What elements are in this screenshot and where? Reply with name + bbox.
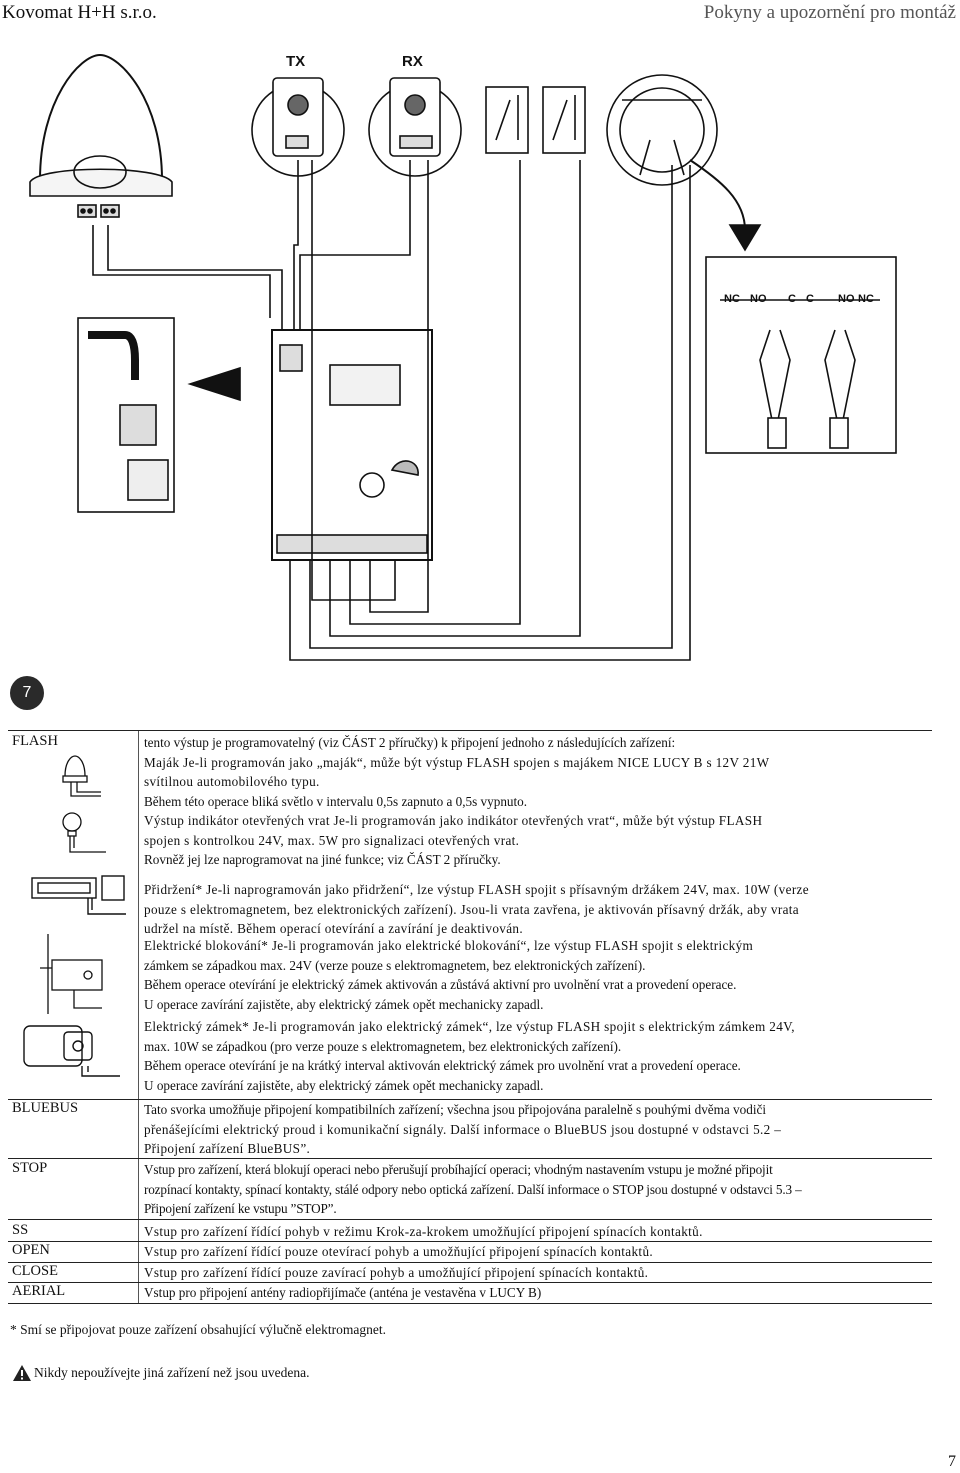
row-rule bbox=[8, 1262, 932, 1263]
text-line: Tato svorka umožňuje připojení kompatibi… bbox=[144, 1102, 767, 1117]
control-unit-icon bbox=[271, 329, 433, 561]
warning-icon bbox=[13, 1365, 31, 1381]
row-rule bbox=[8, 1241, 932, 1242]
tx-label: TX bbox=[286, 53, 305, 70]
switch-icon bbox=[542, 86, 586, 154]
relay-label: NC bbox=[858, 293, 874, 305]
text-line: U operace zavírání zajistěte, aby elektr… bbox=[144, 996, 544, 1012]
ss-description: Vstup pro zařízení řídící pohyb v režimu… bbox=[144, 1224, 703, 1239]
row-rule bbox=[8, 1099, 932, 1100]
flash-description: tento výstup je programovatelný (viz ČÁS… bbox=[144, 733, 932, 870]
row-label-aerial: AERIAL bbox=[12, 1283, 66, 1299]
text-line: pouze s elektromagnetem, bez elektronick… bbox=[144, 901, 800, 917]
beacon-icon bbox=[62, 755, 101, 797]
table-column-divider bbox=[138, 731, 139, 1303]
bulb-icon bbox=[62, 812, 106, 853]
text-line: spojen s kontrolkou 24V, max. 5W pro sig… bbox=[144, 832, 520, 848]
switch-icon bbox=[485, 86, 529, 154]
warning-text: Nikdy nepoužívejte jiná zařízení než jso… bbox=[34, 1365, 310, 1380]
figure-number: 7 bbox=[10, 676, 44, 710]
text-line: Elektrický zámek* Je-li programován jako… bbox=[144, 1019, 795, 1034]
rx-photocell-icon bbox=[368, 77, 462, 177]
table-top-rule bbox=[8, 730, 932, 731]
text-line: tento výstup je programovatelný (viz ČÁS… bbox=[144, 735, 676, 750]
lock-description: Elektrický zámek* Je-li programován jako… bbox=[144, 1017, 932, 1095]
text-line: rozpínací kontakty, spínací kontakty, st… bbox=[144, 1181, 802, 1197]
row-label-flash: FLASH bbox=[12, 733, 58, 749]
row-label-bluebus: BLUEBUS bbox=[12, 1100, 79, 1116]
hold-description: Přidržení* Je-li naprogramován jako přid… bbox=[144, 880, 932, 939]
page-title: Pokyny a upozornění pro montáž bbox=[703, 2, 956, 23]
warning-note: Nikdy nepoužívejte jiná zařízení než jso… bbox=[12, 1364, 310, 1382]
text-line: max. 10W se západkou (pro verze pouze s … bbox=[144, 1038, 622, 1054]
electric-latch-icon bbox=[40, 934, 103, 1014]
wiring-diagram: TX RX NC NO C C NO NC bbox=[29, 53, 897, 661]
text-line: Vstup pro zařízení, která blokují operac… bbox=[144, 1162, 773, 1177]
text-line: Během této operace bliká světlo v interv… bbox=[144, 793, 528, 809]
round-device-icon bbox=[606, 74, 718, 186]
text-line: zámkem se západkou max. 24V (verze pouze… bbox=[144, 957, 646, 973]
close-description: Vstup pro zařízení řídící pouze zavírací… bbox=[144, 1265, 649, 1280]
electric-lock-icon bbox=[23, 1025, 120, 1077]
text-line: Přidržení* Je-li naprogramován jako přid… bbox=[144, 882, 809, 897]
text-line: Připojení zařízení ke vstupu ”STOP”. bbox=[144, 1201, 337, 1216]
tx-photocell-icon bbox=[251, 77, 345, 177]
flash-lamp-icon bbox=[29, 53, 173, 218]
row-label-close: CLOSE bbox=[12, 1263, 58, 1279]
footnote: * Smí se připojovat pouze zařízení obsah… bbox=[10, 1322, 387, 1337]
table-bottom-rule bbox=[8, 1303, 932, 1304]
rx-label: RX bbox=[402, 53, 423, 70]
text-line: udržel na místě. Během operací otevírání… bbox=[144, 921, 523, 936]
text-line: svítilnou automobilového typu. bbox=[144, 774, 320, 789]
text-line: Elektrické blokování* Je-li programován … bbox=[144, 938, 754, 953]
row-rule bbox=[8, 1219, 932, 1220]
text-line: přenášejícími elektrický proud i komunik… bbox=[144, 1121, 782, 1137]
relay-detail-icon bbox=[705, 256, 897, 454]
page-number: 7 bbox=[948, 1453, 956, 1470]
row-label-stop: STOP bbox=[12, 1160, 48, 1176]
electromagnet-holder-icon bbox=[31, 875, 126, 915]
company-name: Kovomat H+H s.r.o. bbox=[2, 2, 157, 23]
row-label-ss: SS bbox=[12, 1222, 29, 1238]
text-line: Připojení zařízení BlueBUS”. bbox=[144, 1141, 311, 1156]
relay-label: C bbox=[788, 293, 796, 305]
board-detail-icon bbox=[77, 317, 175, 513]
relay-label: C bbox=[806, 293, 814, 305]
row-label-open: OPEN bbox=[12, 1242, 50, 1258]
stop-description: Vstup pro zařízení, která blokují operac… bbox=[144, 1160, 932, 1219]
block-description: Elektrické blokování* Je-li programován … bbox=[144, 936, 932, 1014]
text-line: Maják Je-li programován jako „maják“, mů… bbox=[144, 754, 770, 770]
row-rule bbox=[8, 1158, 932, 1159]
relay-label: NO bbox=[838, 293, 855, 305]
bluebus-description: Tato svorka umožňuje připojení kompatibi… bbox=[144, 1100, 932, 1159]
text-line: U operace zavírání zajistěte, aby elektr… bbox=[144, 1077, 544, 1093]
relay-label: NO bbox=[750, 293, 767, 305]
text-line: Výstup indikátor otevřených vrat Je-li p… bbox=[144, 813, 763, 828]
open-description: Vstup pro zařízení řídící pouze otevírac… bbox=[144, 1244, 654, 1259]
text-line: Během operace otevírání je na krátký int… bbox=[144, 1058, 741, 1073]
text-line: Během operace otevírání je elektrický zá… bbox=[144, 977, 737, 992]
row-rule bbox=[8, 1282, 932, 1283]
relay-label: NC bbox=[724, 293, 740, 305]
aerial-description: Vstup pro připojení antény radiopřijímač… bbox=[144, 1285, 542, 1300]
text-line: Rovněž jej lze naprogramovat na jiné fun… bbox=[144, 852, 501, 867]
